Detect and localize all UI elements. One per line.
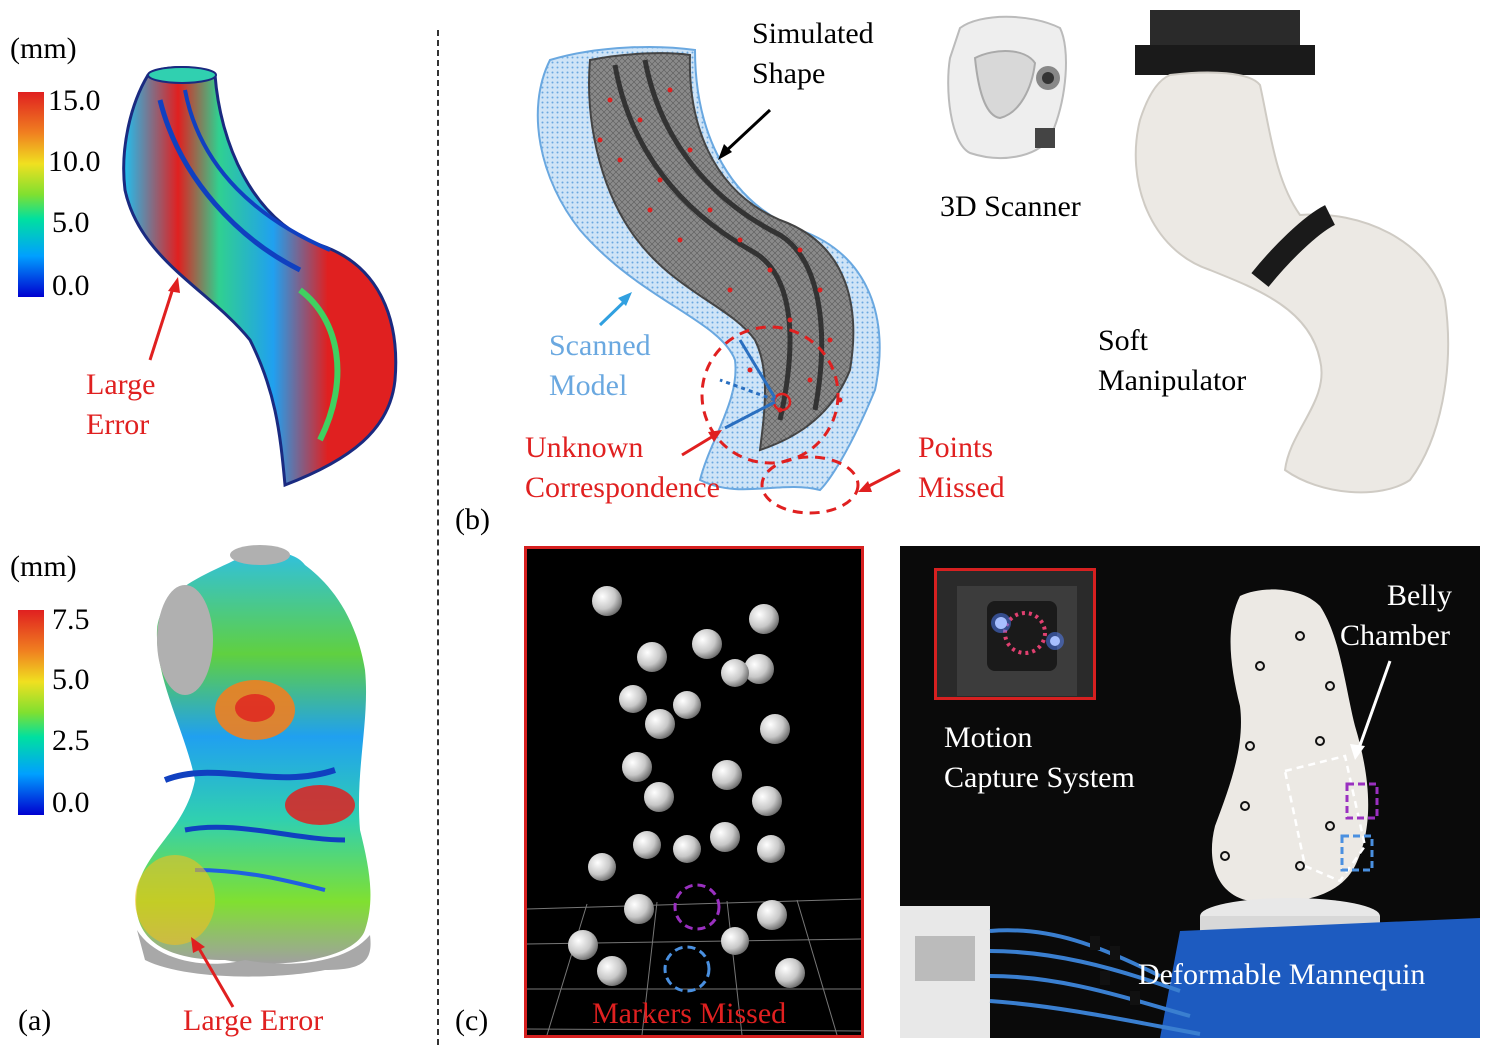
bottom-tick-2-5: 2.5	[52, 724, 90, 757]
unknown-correspondence-line1: Unknown	[525, 431, 644, 464]
panel-c-label: (c)	[455, 1004, 489, 1037]
marker-point-cloud	[526, 586, 862, 1036]
bottom-colorbar-unit: (mm)	[10, 550, 77, 583]
bottom-colorbar	[18, 610, 44, 815]
scanned-model-line2: Model	[549, 369, 628, 402]
simulated-shape-line1: Simulated	[752, 17, 874, 50]
large-error-top-line1: Large	[86, 368, 156, 401]
unknown-correspondence-line2: Correspondence	[525, 471, 720, 504]
soft-manipulator-line1: Soft	[1098, 324, 1149, 357]
top-tick-5: 5.0	[52, 206, 90, 239]
marker-view-frame	[524, 546, 864, 1038]
panel-divider	[437, 30, 439, 1045]
panel-a-label: (a)	[18, 1004, 52, 1037]
top-tick-0: 0.0	[52, 269, 90, 302]
top-tick-15: 15.0	[48, 84, 101, 117]
bottom-tick-5: 5.0	[52, 663, 90, 696]
points-missed-line2: Missed	[918, 471, 1005, 504]
soft-manipulator-line2: Manipulator	[1098, 364, 1247, 397]
simulated-shape-line2: Shape	[752, 57, 826, 90]
panel-b-label: (b)	[455, 503, 490, 536]
large-error-arrow-top	[148, 277, 180, 361]
markers-missed-label: Markers Missed	[592, 997, 787, 1030]
deformable-mannequin-label: Deformable Mannequin	[1138, 958, 1426, 991]
simulation-error-map-top	[122, 66, 398, 488]
motion-capture-line1: Motion	[944, 721, 1033, 754]
mannequin-scene	[900, 589, 1480, 1038]
belly-chamber-line2: Chamber	[1340, 619, 1450, 652]
scanned-model-line1: Scanned	[549, 329, 651, 362]
top-colorbar-unit: (mm)	[10, 32, 77, 65]
motion-capture-inset	[934, 568, 1096, 700]
3d-scanner-device	[947, 15, 1067, 159]
motion-capture-line2: Capture System	[944, 761, 1135, 794]
3d-scanner-label: 3D Scanner	[940, 190, 1081, 223]
belly-chamber-line1: Belly	[1387, 579, 1452, 612]
bottom-tick-7-5: 7.5	[52, 603, 90, 636]
simulation-error-map-mannequin	[135, 545, 371, 977]
large-error-top-line2: Error	[86, 408, 150, 441]
points-missed-line1: Points	[918, 431, 994, 464]
large-error-arrow-bottom	[191, 937, 235, 1008]
soft-manipulator-photo	[1134, 10, 1450, 494]
mannequin-photo	[900, 546, 1480, 1038]
top-colorbar	[18, 92, 44, 297]
bottom-tick-0: 0.0	[52, 786, 90, 819]
large-error-bottom: Large Error	[183, 1004, 324, 1037]
top-tick-10: 10.0	[48, 145, 101, 178]
scan-vs-simulation-overlay	[536, 46, 901, 515]
